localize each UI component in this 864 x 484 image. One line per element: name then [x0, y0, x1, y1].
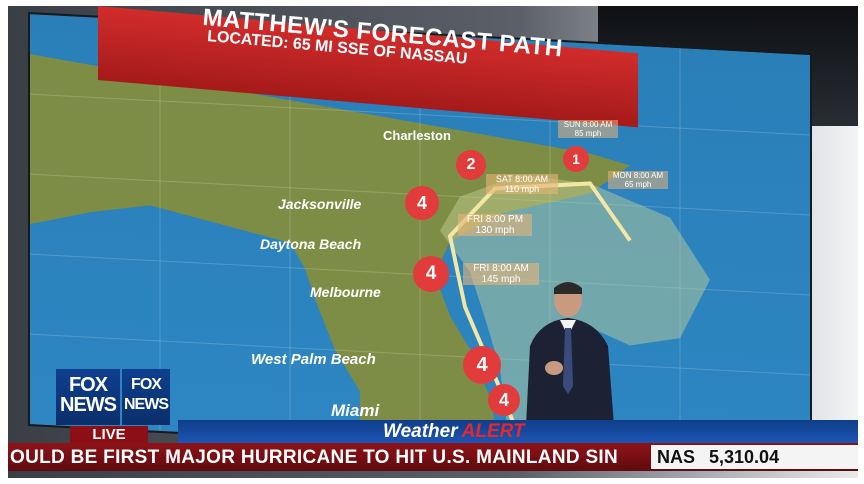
forecast-speed: 130 mph	[475, 225, 515, 236]
forecast-label-fri-am: FRI 8:00 AM 145 mph	[463, 263, 539, 285]
broadcast-frame: MATTHEW'S FORECAST PATH LOCATED: 65 MI S…	[8, 6, 858, 478]
forecast-label-sun: SUN 8:00 AM 85 mph	[558, 120, 618, 138]
alert-alert-text: ALERT	[461, 421, 525, 442]
live-badge: LIVE	[70, 426, 148, 444]
forecast-speed: 85 mph	[574, 129, 602, 138]
weather-alert-title: Weather ALERT	[383, 420, 525, 444]
forecast-time: SAT 8:00 AM	[495, 174, 549, 184]
ticker-value: 5,310.04	[709, 446, 780, 467]
forecast-speed: 65 mph	[624, 180, 652, 189]
forecast-speed: 145 mph	[481, 274, 521, 285]
logo-text: FOX NEWS	[60, 374, 117, 416]
hurricane-marker-4a: 4	[405, 186, 439, 220]
headline-text: OULD BE FIRST MAJOR HURRICANE TO HIT U.S…	[10, 447, 619, 468]
hurricane-marker-4c: 4	[463, 346, 501, 384]
forecast-time: FRI 8:00 PM	[466, 214, 524, 225]
city-label-melbourne: Melbourne	[310, 284, 381, 300]
stock-ticker: NAS 5,310.04	[651, 445, 858, 469]
forecast-time: FRI 8:00 AM	[473, 263, 529, 274]
city-label-jacksonville: Jacksonville	[278, 196, 362, 212]
fox-news-logo-right: FOX NEWS	[122, 369, 170, 425]
logo-text: FOX NEWS	[124, 376, 169, 413]
city-label-west-palm-beach: West Palm Beach	[251, 351, 376, 368]
hurricane-marker-4b: 4	[413, 256, 449, 292]
forecast-label-sat: SAT 8:00 AM 110 mph	[486, 174, 558, 194]
hurricane-marker-2: 2	[456, 150, 486, 180]
forecast-time: SUN 8:00 AM	[563, 120, 613, 129]
hurricane-marker-1: 1	[563, 146, 589, 172]
city-label-daytona-beach: Daytona Beach	[260, 236, 362, 252]
ticker-symbol: NAS	[657, 446, 696, 467]
city-label-miami: Miami	[331, 401, 380, 420]
forecast-time: MON 8:00 AM	[612, 171, 664, 180]
weather-alert-bar	[178, 420, 858, 444]
anchor-person	[526, 282, 614, 426]
forecast-label-fri-pm: FRI 8:00 PM 130 mph	[458, 214, 532, 236]
hurricane-marker-4d: 4	[488, 384, 520, 416]
forecast-label-mon: MON 8:00 AM 65 mph	[608, 171, 668, 189]
city-label-charleston: Charleston	[383, 128, 451, 143]
alert-weather-text: Weather	[383, 421, 458, 442]
fox-news-logo-left: FOX NEWS	[56, 369, 120, 425]
forecast-speed: 110 mph	[504, 184, 540, 194]
